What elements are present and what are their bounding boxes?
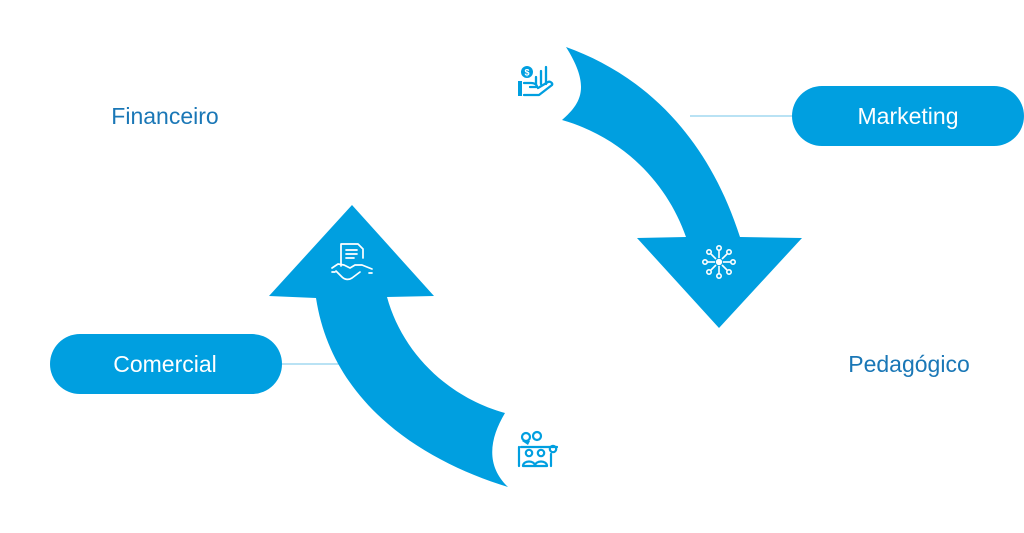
network-hub-icon <box>701 244 737 280</box>
marketing-pill: Marketing <box>792 86 1024 146</box>
up-arrow <box>269 205 508 487</box>
team-meeting-icon <box>517 430 559 468</box>
financeiro-label: Financeiro <box>111 103 218 129</box>
pedagogico-label: Pedagógico <box>848 351 970 377</box>
handshake-document-icon <box>331 243 373 281</box>
svg-text:$: $ <box>524 68 529 78</box>
comercial-label: Comercial <box>113 351 217 377</box>
marketing-label: Marketing <box>858 103 959 129</box>
hand-money-chart-icon: $ <box>518 65 554 97</box>
comercial-pill: Comercial <box>50 334 282 394</box>
down-arrow <box>562 47 802 328</box>
